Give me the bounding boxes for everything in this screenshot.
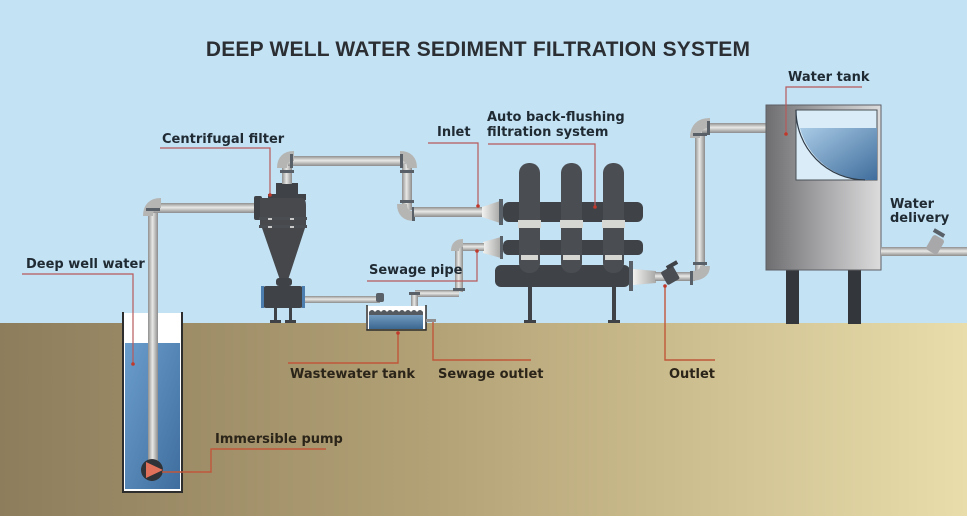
label-water-delivery-line2: delivery (890, 211, 950, 226)
centrifugal-filter (254, 183, 307, 323)
well-to-filter-pipe (153, 203, 258, 213)
inlet-pipe (414, 207, 484, 217)
delivery-pipe (881, 247, 967, 256)
delivery-valve (926, 228, 946, 255)
diagram-title: DEEP WELL WATER SEDIMENT FILTRATION SYST… (206, 38, 750, 61)
label-wastewater-tank: Wastewater tank (290, 367, 415, 382)
label-deep-well-water: Deep well water (26, 257, 145, 272)
label-auto-backflush-line1: Auto back-flushing (487, 110, 625, 125)
label-auto-backflush-line2: filtration system (487, 125, 608, 140)
label-immersible-pump: Immersible pump (215, 432, 343, 447)
label-centrifugal-filter: Centrifugal filter (162, 132, 285, 147)
water-tank (765, 104, 882, 324)
label-sewage-pipe: Sewage pipe (369, 263, 463, 278)
riser-pipe (148, 212, 158, 465)
outlet-valve (661, 260, 680, 285)
immersible-pump-icon (141, 459, 163, 481)
wastewater-tank (366, 305, 436, 331)
label-outlet: Outlet (669, 367, 715, 382)
label-water-tank: Water tank (788, 70, 870, 85)
backflush-filtration-unit (495, 163, 643, 323)
label-water-delivery-line1: Water (890, 197, 935, 212)
label-sewage-outlet: Sewage outlet (438, 367, 544, 382)
label-inlet: Inlet (437, 125, 471, 140)
